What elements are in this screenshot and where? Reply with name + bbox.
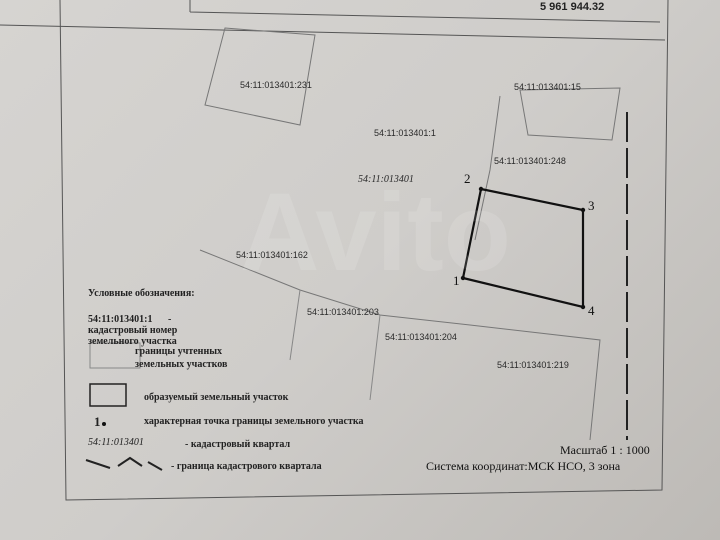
point-label: 4 — [588, 303, 595, 318]
parcel-15-boundary — [474, 87, 621, 241]
parcel-label: 54:11:013401:248 — [494, 156, 566, 166]
avito-watermark: Avito — [240, 171, 511, 294]
parcel-label: 54:11:013401:204 — [385, 332, 457, 342]
parcel-label: 54:11:013401:162 — [236, 250, 308, 260]
neighbor-boundaries — [199, 249, 601, 441]
legend-cadastral-number-example: 54:11:013401:1 — [88, 314, 153, 325]
quarter-label: 54:11:013401 — [358, 174, 414, 185]
point-label: 3 — [588, 198, 595, 213]
point-label: 2 — [464, 171, 471, 186]
legend-point-desc: характерная точка границы земельного уча… — [144, 416, 364, 427]
parcel-label: 54:11:013401:15 — [514, 82, 581, 92]
legend-quarter-desc: - кадастровый квартал — [185, 439, 291, 450]
legend-registered-swatch — [89, 342, 141, 369]
parcel-label: 54:11:013401:231 — [240, 80, 312, 90]
legend-quarter-boundary-swatch — [85, 456, 163, 471]
legend-cadastral-number-desc: - кадастровый номер земельного участка — [88, 314, 178, 347]
legend-formed-desc: образуемый земельный участок — [144, 392, 289, 403]
legend-title: Условные обозначения: — [88, 288, 195, 299]
legend-registered-desc: границы учтенных земельных участков — [135, 346, 228, 370]
coordinate-system-label: Система координат:МСК НСО, 3 зона — [426, 459, 621, 473]
parcel-label: 54:11:013401:219 — [497, 360, 569, 370]
scale-label: Масштаб 1 : 1000 — [560, 443, 650, 457]
point-label: 1 — [453, 273, 460, 288]
legend-quarter-boundary-desc: - граница кадастрового квартала — [171, 461, 322, 472]
parcel-label: 54:11:013401:1 — [374, 128, 436, 138]
header-fragment: 5 961 944.32 — [540, 1, 605, 13]
parcel-label: 54:11:013401:203 — [307, 307, 379, 317]
legend-quarter-example: 54:11:013401 — [88, 437, 144, 448]
page-frame — [59, 0, 669, 501]
legend-formed-swatch — [89, 383, 127, 407]
legend-point-example: 1 — [94, 414, 101, 429]
header-table — [189, 0, 661, 23]
parcel-231-boundary — [204, 27, 316, 126]
